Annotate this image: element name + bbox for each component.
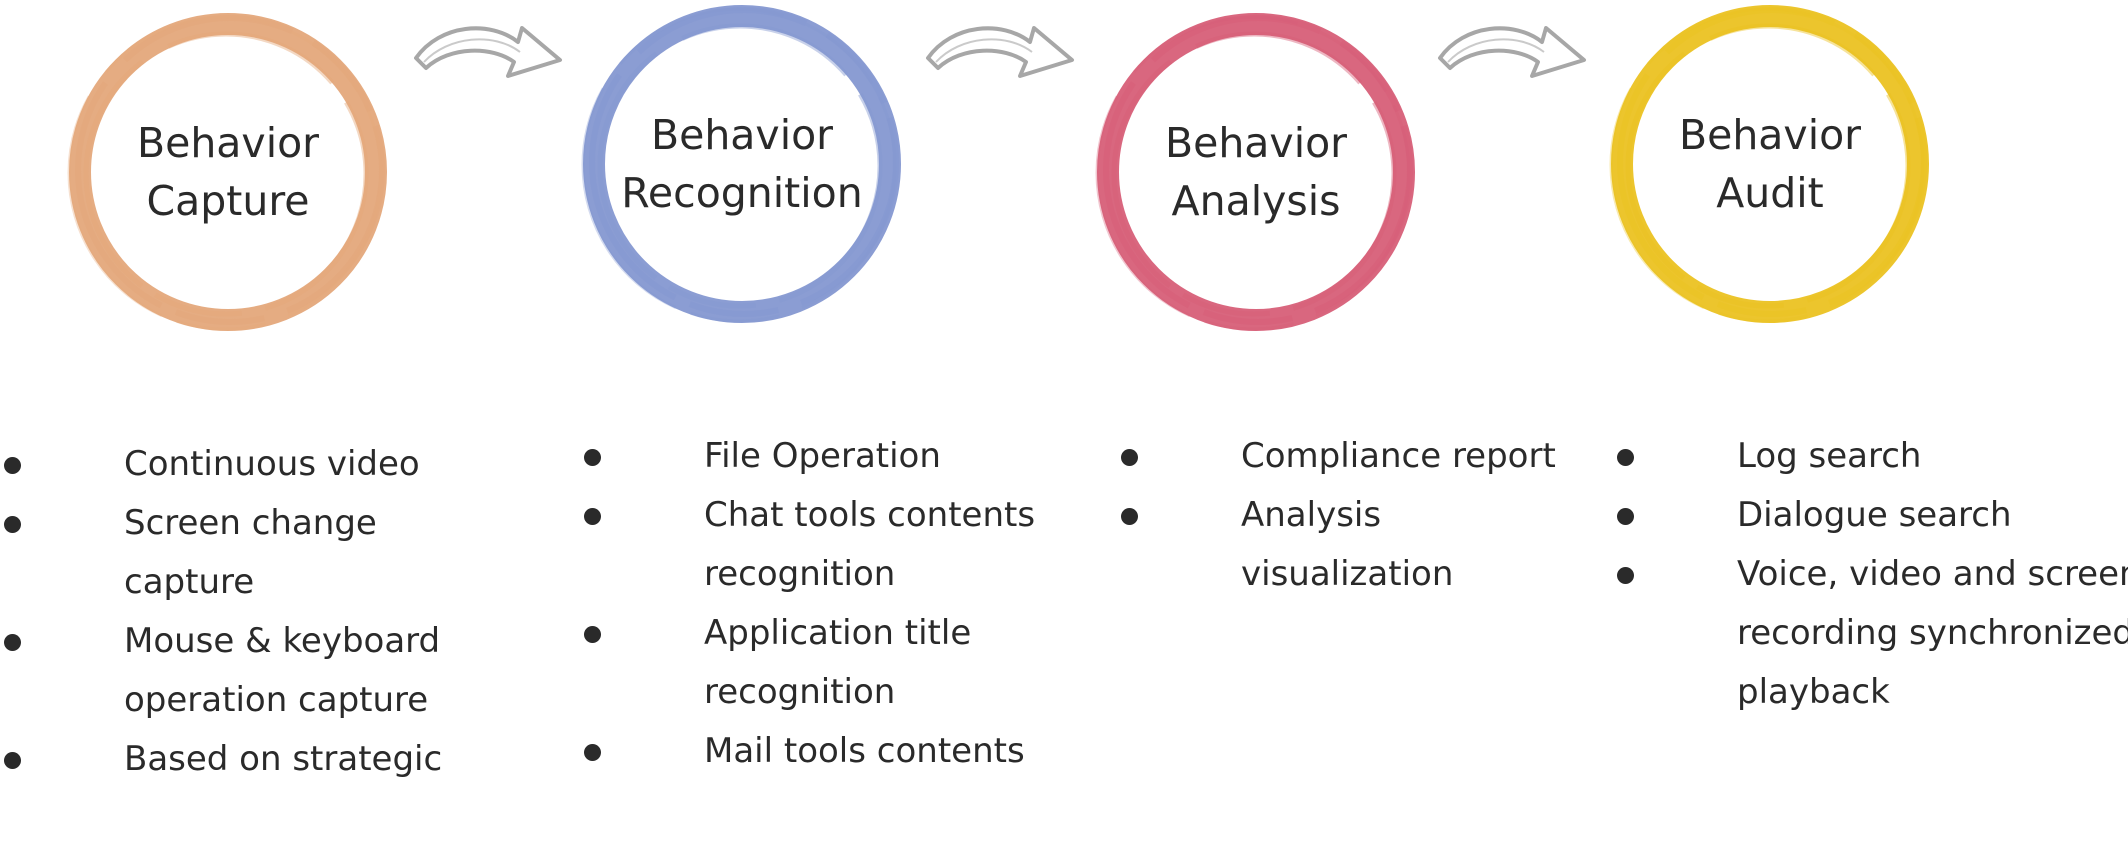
list-item-text: Screen change: [124, 503, 377, 543]
curved-right-arrow-icon: [1434, 6, 1594, 86]
bullet-dot-icon: [1617, 508, 1634, 525]
ring-stroke: [1609, 5, 1929, 323]
stage-label-analysis: Behavior Analysis: [1164, 118, 1348, 225]
list-item: Chat tools contents: [0, 486, 1035, 545]
bullet-dot-icon: [1121, 449, 1138, 466]
list-item: recognition: [0, 663, 1035, 722]
list-item: Voice, video and screen: [0, 545, 2128, 604]
ring-stroke: [1095, 13, 1415, 331]
bullet-dot-icon: [4, 516, 21, 533]
list-item: playback: [0, 663, 2128, 722]
list-item: Continuous video: [0, 435, 442, 494]
list-item-text: Chat tools contents: [704, 495, 1036, 535]
list-item: Application title: [0, 604, 1035, 663]
list-item-text: Voice, video and screen: [1737, 554, 2128, 594]
ring-stroke: [581, 5, 901, 323]
list-item-text: Continuous video: [124, 444, 420, 484]
list-item-text: Mail tools contents: [704, 731, 1025, 771]
list-item: Compliance report: [0, 427, 1556, 486]
stage-label-capture: Behavior Capture: [136, 118, 320, 225]
stage-ring-capture: Behavior Capture: [60, 4, 396, 340]
curved-right-arrow-icon: [410, 6, 570, 86]
list-item-text: recording synchronized: [1737, 613, 2128, 653]
bullet-dot-icon: [584, 508, 601, 525]
list-item-text: recognition: [704, 554, 896, 594]
list-item: Based on strategic: [0, 730, 442, 789]
list-item-text: visualization: [1241, 554, 1454, 594]
bullet-dot-icon: [1121, 508, 1138, 525]
stage-label-audit: Behavior Audit: [1678, 110, 1862, 217]
bullet-dot-icon: [4, 457, 21, 474]
list-item-text: Analysis: [1241, 495, 1382, 535]
list-item-text: recognition: [704, 672, 896, 712]
list-item-text: Dialogue search: [1737, 495, 2012, 535]
bullet-dot-icon: [584, 744, 601, 761]
list-item: Screen change: [0, 494, 442, 553]
bullet-dot-icon: [4, 752, 21, 769]
stage-label-recognition: Behavior Recognition: [621, 110, 863, 217]
bullet-dot-icon: [4, 634, 21, 651]
stage-ring-audit: Behavior Audit: [1602, 0, 1938, 332]
ring-stroke: [67, 13, 387, 331]
list-item-text: File Operation: [704, 436, 941, 476]
list-item: operation capture: [0, 671, 442, 730]
list-item: Mouse & keyboard: [0, 612, 442, 671]
bullet-dot-icon: [1617, 449, 1634, 466]
list-item: Analysis: [0, 486, 1556, 545]
list-item: File Operation: [0, 427, 1035, 486]
list-item: recognition: [0, 545, 1035, 604]
bullet-dot-icon: [1617, 567, 1634, 584]
stage-ring-analysis: Behavior Analysis: [1088, 4, 1424, 340]
list-item-text: operation capture: [124, 680, 429, 720]
stage-ring-recognition: Behavior Recognition: [574, 0, 910, 332]
list-item: Dialogue search: [0, 486, 2128, 545]
list-item: capture: [0, 553, 442, 612]
list-item-text: Application title: [704, 613, 972, 653]
list-item: visualization: [0, 545, 1556, 604]
list-item-text: Log search: [1737, 436, 1922, 476]
list-item-text: Based on strategic: [124, 739, 443, 779]
bullet-dot-icon: [584, 626, 601, 643]
bullet-dot-icon: [584, 449, 601, 466]
curved-right-arrow-icon: [922, 6, 1082, 86]
list-item: Mail tools contents: [0, 722, 1035, 781]
list-item-text: capture: [124, 562, 255, 602]
list-item: recording synchronized: [0, 604, 2128, 663]
list-item: Log search: [0, 427, 2128, 486]
list-item-text: playback: [1737, 672, 1890, 712]
list-item-text: Mouse & keyboard: [124, 621, 441, 661]
list-item-text: Compliance report: [1241, 436, 1556, 476]
